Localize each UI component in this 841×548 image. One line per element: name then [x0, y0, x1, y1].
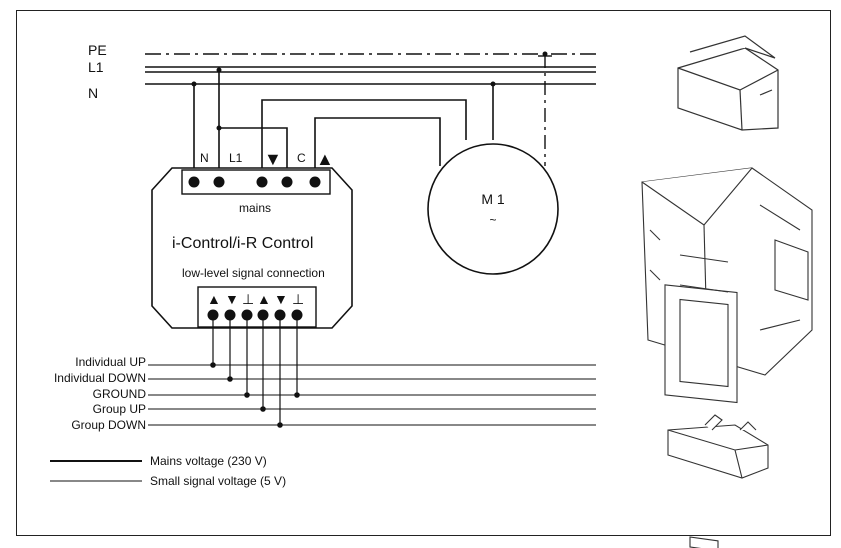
wire-motor-up — [314, 117, 441, 182]
motor-n-junction — [490, 81, 496, 87]
signal-symbol-grp-up: ▲ — [257, 291, 271, 307]
signal-label-ground: GROUND — [93, 387, 147, 401]
product-insert-module — [641, 167, 813, 404]
device-mains-label: mains — [239, 201, 271, 215]
motor-label: M 1 — [481, 191, 505, 207]
bus-label-pe: PE — [88, 42, 107, 58]
mains-terminals — [188, 176, 321, 188]
terminal-l1 — [213, 176, 225, 188]
bridge-junction — [216, 125, 222, 131]
terminal-label-c: C — [297, 151, 306, 165]
signal-label-group-up: Group UP — [93, 402, 146, 416]
product-clip — [667, 414, 769, 548]
signal-label-individual-up: Individual UP — [75, 355, 146, 369]
device-signal-label: low-level signal connection — [182, 266, 325, 280]
signal-bus — [148, 364, 596, 426]
device-name: i-Control/i-R Control — [172, 235, 313, 252]
wire-motor-down — [261, 99, 467, 182]
terminal-label-l1: L1 — [229, 151, 243, 165]
bus-label-l1: L1 — [88, 59, 104, 75]
legend-mains: Mains voltage (230 V) — [150, 454, 267, 468]
legend-small: Small signal voltage (5 V) — [150, 474, 286, 488]
signal-symbol-ground-1: ⊥ — [242, 291, 254, 307]
motor-ac-symbol: ~ — [489, 213, 496, 227]
signal-symbol-ind-up: ▲ — [207, 291, 221, 307]
wire-l1-bridge — [219, 127, 288, 182]
n-junction — [191, 81, 197, 87]
terminal-n — [188, 176, 200, 188]
signal-label-group-down: Group DOWN — [71, 418, 146, 432]
signal-symbol-grp-down: ▼ — [274, 291, 288, 307]
pe-junction — [542, 51, 548, 57]
terminal-label-n: N — [200, 151, 209, 165]
signal-symbol-ground-2: ⊥ — [292, 291, 304, 307]
signal-symbol-ind-down: ▼ — [225, 291, 239, 307]
motor-symbol — [427, 143, 559, 275]
terminal-down — [256, 176, 268, 188]
signal-symbols: ▲ ▼ ⊥ ▲ ▼ ⊥ — [207, 291, 304, 307]
mains-terminal-block — [181, 169, 331, 195]
terminal-l1-bridge — [281, 176, 293, 188]
terminal-symbol-down: ▼ — [264, 149, 282, 169]
signal-drops — [212, 315, 298, 425]
l1-junction — [216, 67, 222, 73]
bus-label-n: N — [88, 85, 98, 101]
terminal-symbol-up: ▲ — [316, 149, 334, 169]
product-cover-cap — [677, 35, 779, 131]
signal-label-individual-down: Individual DOWN — [54, 371, 146, 385]
diagram-frame — [16, 10, 831, 536]
terminal-up — [309, 176, 321, 188]
